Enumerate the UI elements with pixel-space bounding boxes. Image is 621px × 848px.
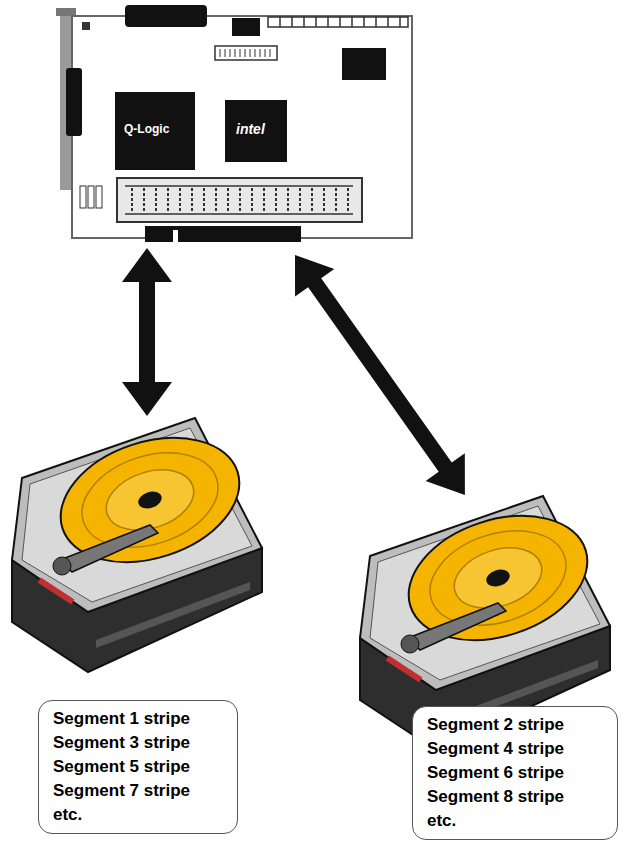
stripe-text: etc.: [53, 803, 225, 827]
stripe-text: Segment 7 stripe: [53, 779, 225, 803]
jumpers: [80, 186, 102, 208]
stripe-list-box: Segment 1 stripeSegment 3 stripeSegment …: [38, 700, 238, 834]
stripe-text: Segment 3 stripe: [53, 731, 225, 755]
double-arrow-right: [275, 241, 484, 509]
chip-label: Q-Logic: [124, 122, 169, 136]
stripe-text: etc.: [427, 809, 605, 833]
bracket-tab: [56, 8, 76, 16]
memory-socket: [117, 178, 362, 222]
stripe-text: Segment 1 stripe: [53, 707, 225, 731]
eprom-chip: [215, 46, 277, 60]
chip-label: intel: [236, 121, 265, 137]
socket-pins: [132, 188, 348, 212]
qlogic-chip: [115, 92, 195, 170]
hard-drive: [12, 416, 262, 672]
stripe-text: Segment 8 stripe: [427, 785, 605, 809]
stripe-text: Segment 5 stripe: [53, 755, 225, 779]
stripe-text: Segment 6 stripe: [427, 761, 605, 785]
pin-header: [268, 17, 408, 27]
stripe-text: Segment 2 stripe: [427, 713, 605, 737]
top-connector: [125, 5, 207, 27]
controller-card: [56, 5, 412, 242]
side-connector: [66, 68, 82, 136]
intel-chip: [225, 100, 287, 162]
small-chip: [232, 18, 260, 36]
eprom-pins: [220, 49, 270, 57]
stripe-text: Segment 4 stripe: [427, 737, 605, 761]
memory-chip: [342, 48, 386, 80]
edge-connector: [145, 226, 301, 242]
stripe-list-box: Segment 2 stripeSegment 4 stripeSegment …: [412, 706, 618, 840]
double-arrow-left: [122, 248, 172, 416]
card-board: [72, 16, 412, 238]
led: [82, 22, 90, 30]
